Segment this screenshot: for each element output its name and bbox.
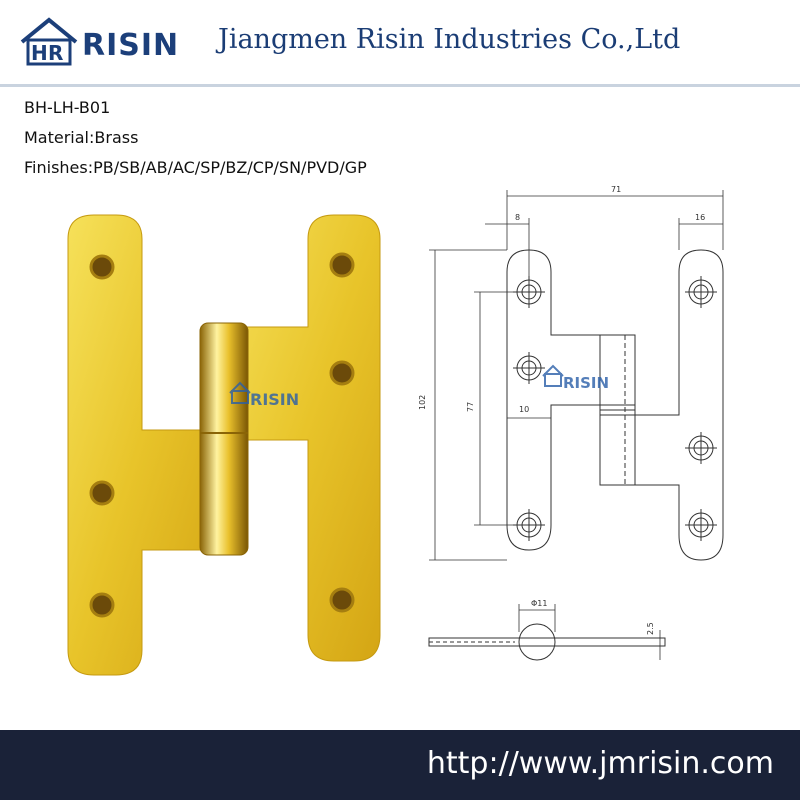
dim-thickness: 2.5 bbox=[646, 622, 655, 635]
drawing-right-leaf bbox=[599, 249, 724, 561]
dim-inner: 10 bbox=[519, 405, 529, 414]
drawing-holes bbox=[513, 276, 717, 541]
drawing-watermark-text: RISIN bbox=[563, 374, 609, 392]
company-logo: H R RISIN bbox=[18, 14, 198, 70]
header-divider bbox=[0, 84, 800, 87]
technical-drawing: 71 8 16 102 77 10 Φ11 2.5 RISIN bbox=[418, 185, 724, 661]
house-logo-icon: H R bbox=[20, 17, 78, 66]
product-finishes: Finishes:PB/SB/AB/AC/SP/BZ/CP/SN/PVD/GP bbox=[24, 158, 367, 177]
header: H R RISIN Jiangmen Risin Industries Co.,… bbox=[0, 0, 800, 84]
logo-text: RISIN bbox=[82, 28, 180, 63]
svg-text:H: H bbox=[31, 41, 48, 65]
right-leaf bbox=[224, 214, 381, 662]
hinge-photo: RISIN bbox=[67, 214, 381, 676]
svg-text:R: R bbox=[48, 41, 63, 65]
drawing-watermark: RISIN bbox=[542, 364, 609, 392]
drawing-left-leaf bbox=[506, 249, 636, 551]
drawing-side-view bbox=[428, 623, 666, 661]
company-name: Jiangmen Risin Industries Co.,Ltd bbox=[218, 24, 681, 55]
hinge-barrel bbox=[199, 322, 249, 556]
footer: http://www.jmrisin.com bbox=[0, 730, 800, 800]
website-url: http://www.jmrisin.com bbox=[426, 746, 774, 781]
product-material: Material:Brass bbox=[24, 128, 139, 147]
dim-total-width: 71 bbox=[611, 185, 621, 194]
dim-knuckle: Φ11 bbox=[531, 599, 547, 608]
dim-hole-spacing: 77 bbox=[466, 402, 475, 412]
dim-left-offset: 8 bbox=[515, 213, 520, 222]
photo-watermark-text: RISIN bbox=[250, 390, 299, 409]
screw-holes bbox=[89, 252, 355, 618]
photo-watermark: RISIN bbox=[229, 381, 299, 409]
left-leaf bbox=[67, 214, 211, 676]
dim-right-leaf: 16 bbox=[695, 213, 705, 222]
dim-height: 102 bbox=[418, 395, 427, 410]
product-code: BH-LH-B01 bbox=[24, 98, 111, 117]
